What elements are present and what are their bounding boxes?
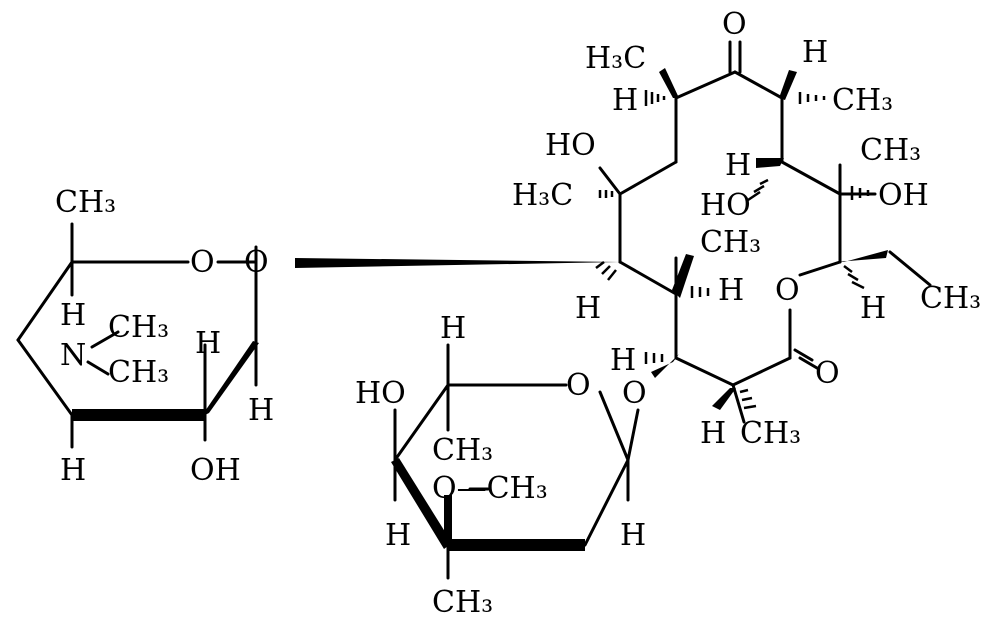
- hash-bond: [644, 352, 664, 364]
- cladinose-ring: [391, 343, 640, 580]
- bond: [674, 356, 735, 387]
- wedge-bond: [295, 258, 620, 268]
- bond: [618, 160, 678, 196]
- bond: [393, 383, 450, 462]
- wedge-bond: [72, 409, 205, 421]
- wedge-bond: [836, 250, 888, 262]
- carbonyl-o-label: O: [815, 356, 840, 391]
- c11-h-label: H: [725, 148, 751, 183]
- wedge-bond: [201, 341, 259, 417]
- bond: [598, 390, 630, 462]
- bond: [888, 250, 932, 287]
- c2-h-label: H: [700, 416, 726, 451]
- desosamine-h-bottom-label: H: [60, 453, 86, 488]
- desosamine-ring-o-label: O: [190, 245, 215, 280]
- c6-oh-label: HO: [545, 128, 596, 163]
- hash-bond: [739, 388, 757, 410]
- cladinose-h-top-label: H: [440, 311, 466, 346]
- cladinose-ome-label: O—CH₃: [432, 471, 548, 506]
- c13-h-label: H: [860, 291, 886, 326]
- c12-oh-label: OH: [878, 178, 929, 213]
- hash-bond: [798, 92, 826, 104]
- macrolactone-ring: [595, 40, 932, 424]
- bond: [793, 348, 814, 362]
- desosamine-h-c5-label: H: [60, 298, 86, 333]
- wedge-bond: [391, 458, 452, 549]
- bond: [731, 383, 746, 424]
- bond: [731, 356, 792, 387]
- bond: [798, 356, 819, 370]
- nme-n-label: N: [60, 338, 86, 373]
- wedge-bond: [651, 354, 679, 378]
- ketone-o-label: O: [722, 7, 747, 42]
- wedge-bond: [756, 158, 784, 168]
- c5-h-label: H: [575, 291, 601, 326]
- desosamine-ring: [16, 222, 620, 449]
- desosamine-h-c3-label: H: [195, 326, 221, 361]
- bond: [16, 260, 74, 342]
- cladinose-ring-o-label: O: [566, 368, 591, 403]
- hash-bond: [843, 265, 865, 290]
- c10-ch3-label: CH₃: [832, 83, 893, 118]
- glycosidic-o-label: O: [244, 245, 269, 280]
- bond: [798, 260, 842, 277]
- lactone-ring-o-label: O: [775, 273, 800, 308]
- bond: [90, 330, 120, 349]
- nme-bottom-label: CH₃: [108, 355, 169, 390]
- desosamine-oh-label: OH: [190, 453, 241, 488]
- bond: [16, 338, 74, 417]
- c3-h-label: H: [610, 343, 636, 378]
- c4-ch3-label: CH₃: [700, 225, 761, 260]
- cladinose-h-left-label: H: [385, 518, 411, 553]
- wedge-bond: [659, 68, 679, 98]
- hash-bond: [850, 186, 870, 200]
- cladinose-ho-label: HO: [355, 376, 406, 411]
- c3-o-label: O: [622, 376, 647, 411]
- ethyl-ch3-label: CH₃: [920, 281, 981, 316]
- hash-bond: [690, 286, 710, 298]
- desosamine-h-c1-label: H: [248, 393, 274, 428]
- hash-bond: [644, 90, 666, 106]
- c11-oh-label: HO: [700, 188, 751, 223]
- c8-h-label: H: [612, 83, 638, 118]
- bond: [618, 260, 678, 296]
- hash-bond: [595, 261, 617, 281]
- bond: [674, 70, 737, 100]
- bond: [733, 70, 784, 100]
- hash-bond: [598, 190, 614, 198]
- bond: [626, 408, 640, 462]
- c4-h-label: H: [718, 273, 744, 308]
- c6-ch3-label: H₃C: [512, 178, 573, 213]
- hash-bond: [747, 178, 769, 202]
- bond: [86, 360, 110, 376]
- nme-top-label: CH₃: [108, 310, 169, 345]
- cladinose-h-right-label: H: [620, 518, 646, 553]
- wedge-bond: [448, 539, 585, 551]
- cladinose-ch3-mid-label: CH₃: [432, 433, 493, 468]
- c2-ch3-label: CH₃: [740, 416, 801, 451]
- bond: [583, 458, 630, 547]
- wedge-bond: [672, 254, 694, 298]
- bond: [780, 160, 842, 196]
- c12-ch3-label: CH₃: [860, 133, 921, 168]
- wedge-bond: [779, 70, 797, 100]
- wedge-bond: [712, 388, 736, 410]
- desosamine-ch3-label: CH₃: [55, 185, 116, 220]
- bond: [598, 166, 622, 196]
- c8-ch3-label: H₃C: [585, 41, 646, 76]
- c10-h-label: H: [802, 35, 828, 70]
- wedge-bond: [444, 495, 452, 545]
- cladinose-ch3-bottom-label: CH₃: [432, 585, 493, 620]
